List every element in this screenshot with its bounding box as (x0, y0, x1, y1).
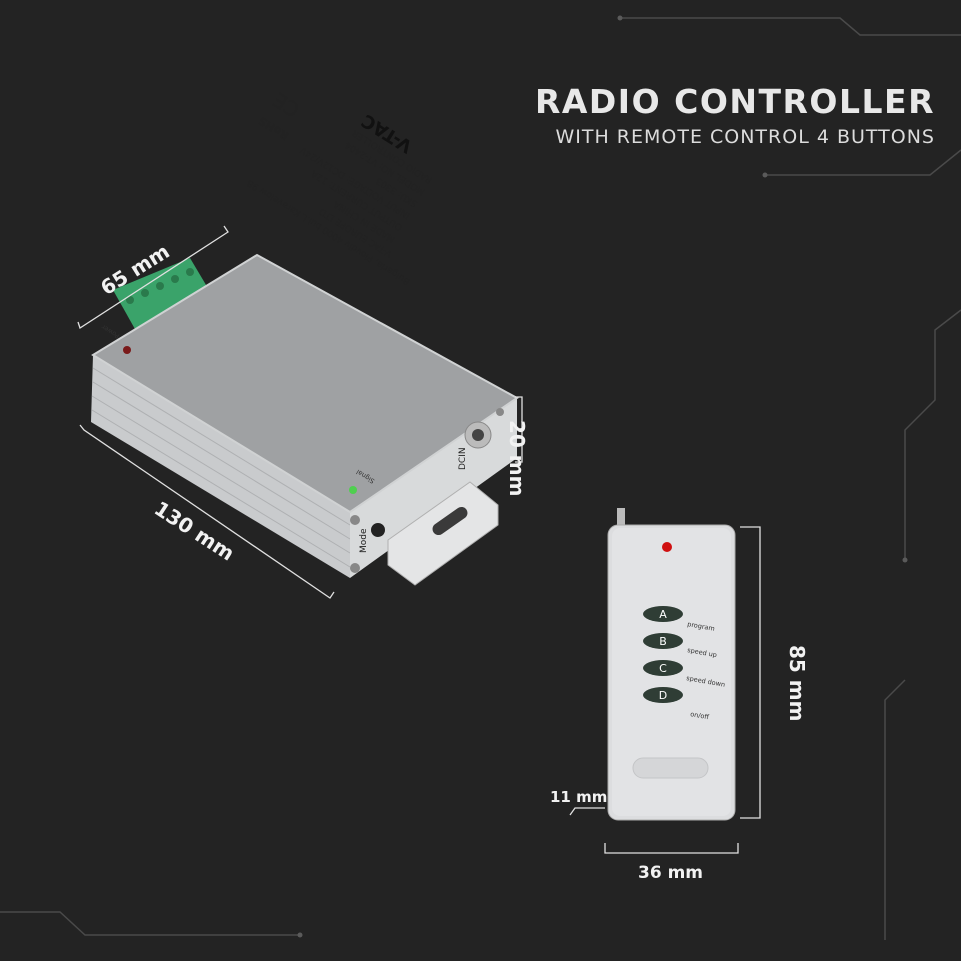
remote-button-d: D on/off (643, 687, 710, 721)
mode-button (371, 523, 385, 537)
svg-text:CE: CE (269, 88, 304, 122)
dimension-lines (77, 225, 761, 854)
device-label: Bulgaria, Plovdiv 4000 bul.L Karavelow 9… (246, 88, 435, 287)
svg-text:A: A (659, 608, 667, 621)
antenna (617, 508, 625, 530)
dc-in-port (472, 429, 484, 441)
radio-controller-unit: DCIN Mode Power Signal Bulgaria, Plovdiv… (91, 88, 519, 586)
terminal-block (113, 258, 215, 338)
svg-text:Power: Power (100, 323, 121, 340)
dim-85mm: 85 mm (785, 645, 809, 721)
dim-130mm: 130 mm (150, 496, 239, 565)
remote-button-a: A program (643, 606, 715, 633)
remote-control: A program B speed up C speed down D on/o… (607, 508, 736, 821)
product-title: RADIO CONTROLLER (534, 82, 935, 121)
signal-led (349, 486, 357, 494)
svg-text:on/off: on/off (690, 710, 710, 721)
dim-20mm: 20 mm (505, 420, 529, 496)
circuit-decoration (0, 17, 961, 940)
svg-text:DCIN: DCIN (458, 447, 468, 470)
dim-36mm: 36 mm (638, 863, 703, 883)
svg-text:B: B (659, 635, 667, 648)
svg-text:C: C (659, 662, 667, 675)
product-subtitle: WITH REMOTE CONTROL 4 BUTTONS (555, 126, 935, 148)
dim-11mm: 11 mm (550, 788, 607, 806)
remote-led (662, 542, 672, 552)
power-led (123, 346, 131, 354)
svg-text:D: D (659, 689, 667, 702)
svg-text:Mode: Mode (359, 528, 369, 553)
